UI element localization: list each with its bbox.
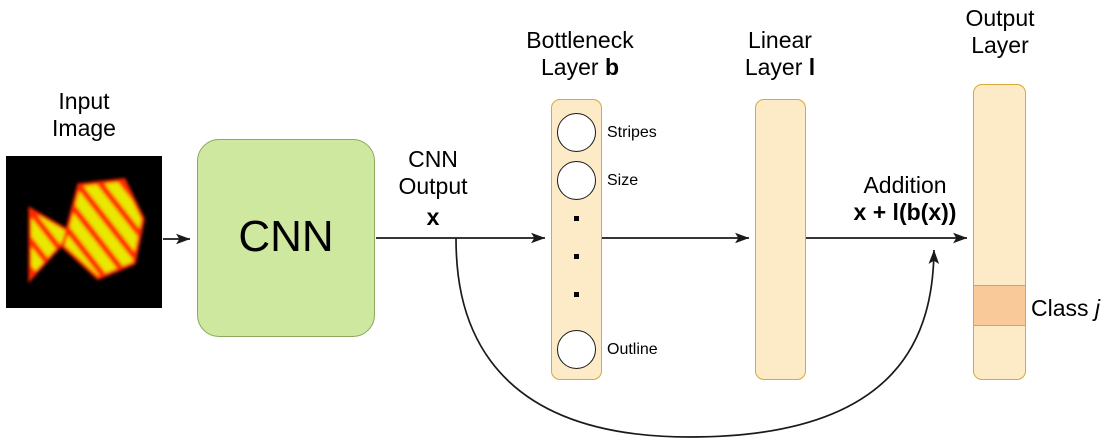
class-label-text: Class <box>1031 295 1095 321</box>
bottleneck-node-label-stripes: Stripes <box>607 124 657 141</box>
cnn-output-title: CNN Output <box>398 146 468 200</box>
addition-formula-x: x <box>853 199 867 225</box>
addition-formula-open: ( <box>898 199 907 225</box>
linear-title-line1: Linear <box>748 27 812 53</box>
output-layer-title: Output Layer <box>965 5 1035 59</box>
skip-connection-curve-icon <box>455 237 940 438</box>
linear-title-line2: Layer l <box>705 54 855 81</box>
bottleneck-neuron-size <box>557 161 596 200</box>
vertical-ellipsis-icon <box>574 292 579 297</box>
bottleneck-symbol: b <box>604 54 619 80</box>
addition-formula-close: )) <box>941 199 957 225</box>
linear-title-word: Layer <box>744 54 809 80</box>
bottleneck-title-line1: Bottleneck <box>526 27 634 53</box>
addition-formula-l: l <box>892 199 899 225</box>
cnn-block: CNN <box>197 139 375 337</box>
class-label: Class j <box>1031 295 1115 322</box>
cnn-block-label: CNN <box>238 212 334 261</box>
addition-formula-plus: + <box>866 199 893 225</box>
input-image-thumbnail <box>6 156 162 308</box>
linear-layer-bar <box>755 99 806 380</box>
input-image-title: Input Image <box>52 88 116 142</box>
bottleneck-neuron-outline <box>557 330 596 369</box>
addition-title: Addition <box>863 172 947 198</box>
addition-formula-x2: x <box>928 199 942 225</box>
vertical-ellipsis-icon <box>574 216 579 221</box>
class-index: j <box>1094 295 1101 321</box>
input-image-shapes <box>28 178 145 283</box>
addition-formula-b: b <box>906 199 921 225</box>
bottleneck-node-label-outline: Outline <box>607 341 658 358</box>
bottleneck-neuron-stripes <box>557 113 596 152</box>
linear-symbol: l <box>808 54 816 80</box>
addition-formula: x + l(b(x)) <box>825 199 985 226</box>
bottleneck-node-label-size: Size <box>607 172 639 189</box>
bottleneck-title-word: Layer <box>541 54 605 80</box>
bottleneck-title-line2: Layer b <box>500 54 660 81</box>
cnn-output-symbol: x <box>426 204 440 230</box>
addition-formula-open2: ( <box>920 199 929 225</box>
output-layer-bar <box>973 84 1026 380</box>
output-layer-class-highlight <box>974 285 1025 326</box>
vertical-ellipsis-icon <box>574 254 579 259</box>
